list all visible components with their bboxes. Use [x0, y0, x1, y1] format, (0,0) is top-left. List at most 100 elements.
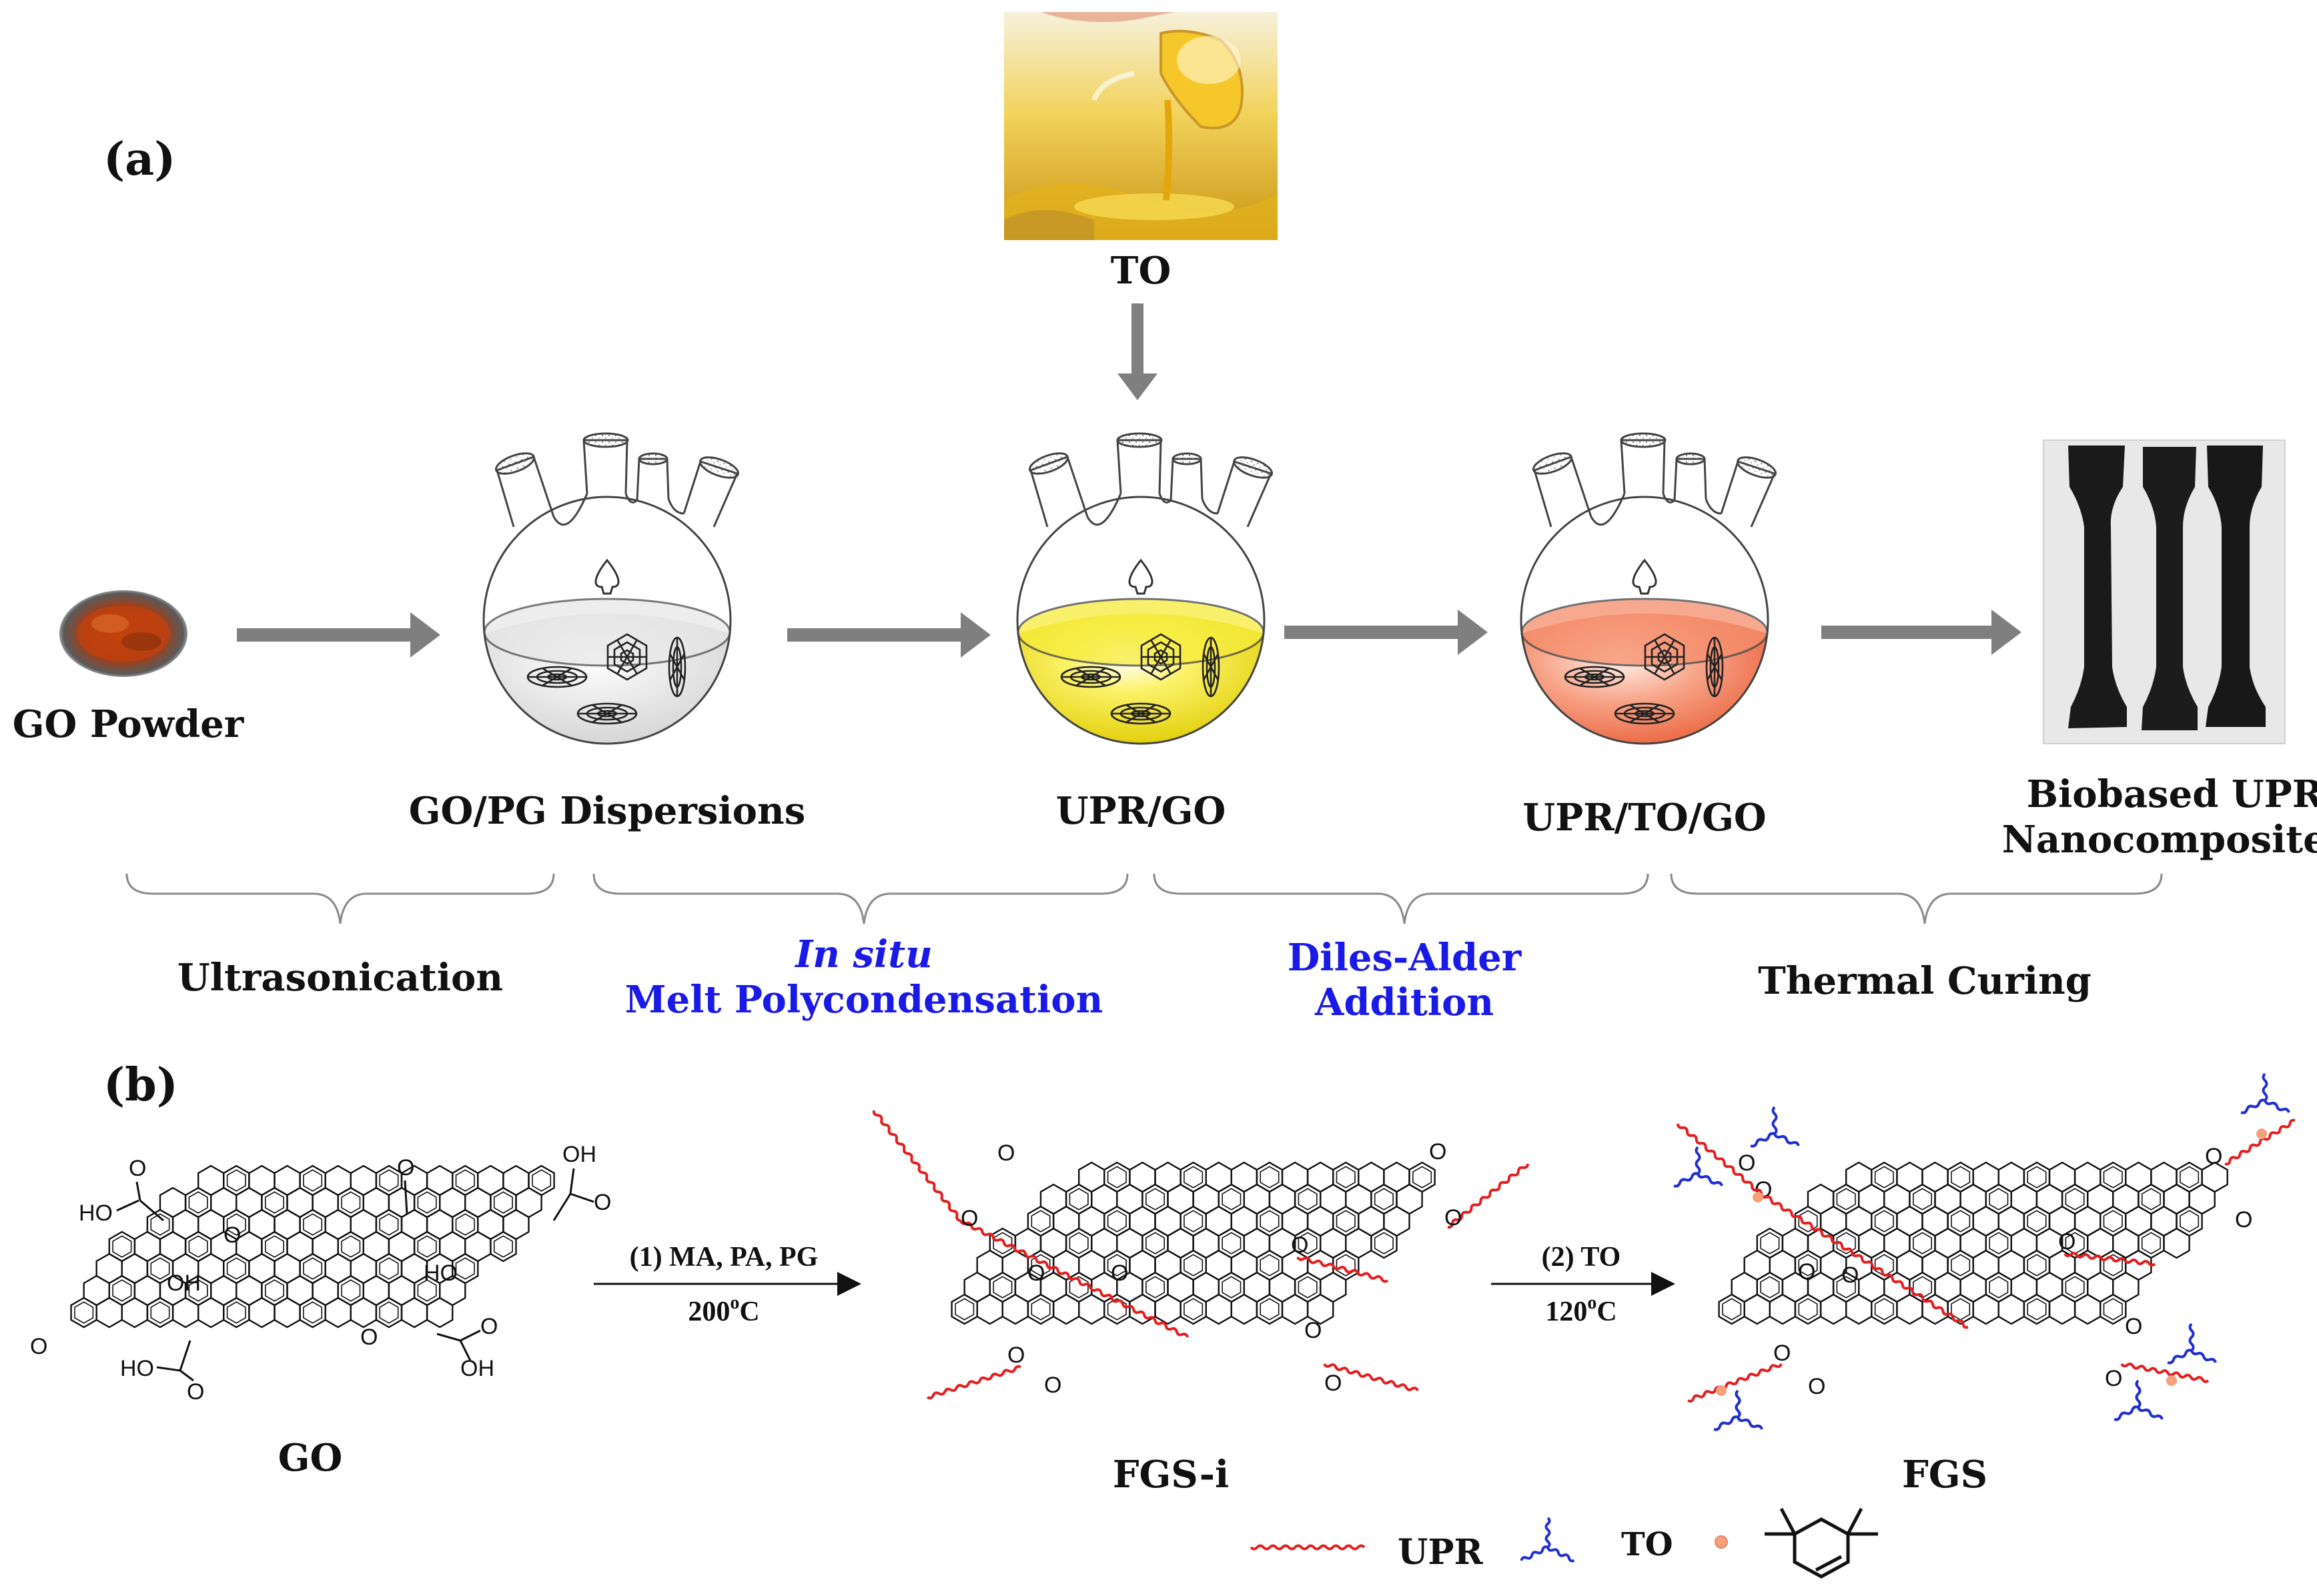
step-ultrasonication: Ultrasonication	[177, 956, 503, 1000]
svg-text:200oC: 200oC	[688, 1293, 759, 1327]
to-chain	[1697, 1173, 1723, 1186]
upr-chain	[2063, 1252, 2156, 1267]
svg-text:120oC: 120oC	[1545, 1293, 1616, 1327]
svg-text:OH: OH	[460, 1356, 494, 1381]
arrow-2	[787, 612, 991, 658]
svg-text:O: O	[1304, 1318, 1322, 1343]
panel-b-label: (b)	[103, 1058, 178, 1112]
svg-text:O: O	[1291, 1233, 1308, 1258]
to-chain	[2190, 1350, 2217, 1363]
fgs-i-ester-groups: O O O O O O O O O O O	[961, 1139, 1462, 1398]
legend: UPR TO	[1250, 1507, 1878, 1579]
legend-to-swatch	[1520, 1517, 1575, 1563]
product-photo	[2043, 440, 2286, 744]
step-diels-alder: Diles-Alder	[1288, 936, 1522, 980]
svg-text:OH: OH	[562, 1142, 596, 1167]
down-arrow	[1117, 303, 1157, 400]
svg-text:O: O	[1773, 1341, 1791, 1366]
legend-upr-swatch	[1250, 1544, 1366, 1551]
to-chain	[1713, 1415, 1739, 1431]
svg-text:(2) TO: (2) TO	[1542, 1242, 1621, 1273]
go-functional-groups: O HO O OH O O OH HO O O O OH HO O	[30, 1142, 611, 1405]
upr-chain	[959, 1220, 1189, 1338]
product-label-1: Biobased UPR	[2027, 772, 2317, 816]
product-label-2: Nanocomposites	[2002, 818, 2317, 862]
svg-text:O: O	[1798, 1259, 1815, 1285]
fgs-name: FGS	[1902, 1453, 1987, 1497]
go-name: GO	[278, 1436, 343, 1480]
flask1-label: GO/PG Dispersions	[409, 789, 806, 833]
upr-chain	[2120, 1363, 2210, 1383]
to-chain	[1544, 1517, 1551, 1549]
adduct-dot	[2166, 1375, 2177, 1386]
svg-text:O: O	[2235, 1207, 2252, 1233]
to-chain	[2264, 1100, 2290, 1113]
flask-go-pg	[482, 432, 742, 745]
svg-text:O: O	[1027, 1261, 1045, 1286]
brace-3	[1153, 873, 1649, 924]
svg-text:O: O	[1044, 1373, 1061, 1398]
svg-text:O: O	[2205, 1144, 2222, 1169]
svg-text:HO: HO	[424, 1261, 458, 1286]
go-powder	[59, 590, 187, 677]
to-chain	[2135, 1379, 2142, 1409]
step-addition: Addition	[1314, 980, 1494, 1024]
svg-text:HO: HO	[120, 1356, 154, 1381]
svg-text:O: O	[2058, 1229, 2075, 1255]
flask2-label: UPR/GO	[1056, 789, 1226, 833]
svg-text:OH: OH	[167, 1271, 201, 1296]
svg-text:O: O	[961, 1206, 978, 1231]
step-insitu: In situ	[794, 932, 933, 976]
flask3-label: UPR/TO/GO	[1522, 796, 1766, 840]
upr-chain	[1760, 1193, 1969, 1329]
svg-text:O: O	[1111, 1261, 1128, 1286]
svg-text:O: O	[2125, 1314, 2142, 1339]
svg-text:(1) MA, PA, PG: (1) MA, PA, PG	[630, 1242, 819, 1273]
svg-text:HO: HO	[79, 1201, 113, 1226]
go-powder-label: GO Powder	[13, 702, 245, 746]
to-chain	[1735, 1389, 1741, 1419]
svg-text:O: O	[1738, 1150, 1755, 1176]
upr-chain	[1687, 1363, 1783, 1403]
to-chain	[2167, 1349, 2192, 1365]
to-chain	[1695, 1146, 1701, 1175]
reaction-arrow-1: (1) MA, PA, PG 200oC	[594, 1242, 861, 1327]
to-chain	[1520, 1545, 1548, 1561]
arrow-1	[237, 612, 440, 658]
legend-upr-label: UPR	[1398, 1532, 1483, 1573]
fgs-i-structure	[951, 1161, 1436, 1325]
legend-cyclohexene-icon	[1765, 1507, 1878, 1579]
to-chain	[2240, 1098, 2266, 1114]
adduct-dot	[1716, 1385, 1727, 1396]
upr-chain	[1447, 1163, 1529, 1229]
brace-1	[125, 873, 555, 924]
panel-a-label: (a)	[103, 133, 175, 186]
svg-text:O: O	[187, 1379, 204, 1405]
svg-text:O: O	[1808, 1374, 1825, 1399]
flask-upr-go	[1016, 432, 1276, 745]
brace-2	[592, 873, 1129, 924]
adduct-dot	[1753, 1192, 1763, 1203]
svg-text:O: O	[397, 1155, 414, 1180]
svg-text:O: O	[1841, 1263, 1859, 1288]
to-chain	[1546, 1547, 1575, 1563]
reaction-arrow-2: (2) TO 120oC	[1491, 1242, 1675, 1327]
svg-text:O: O	[997, 1140, 1015, 1166]
legend-dot-swatch	[1715, 1535, 1728, 1549]
to-chain	[1771, 1106, 1778, 1135]
to-chain	[2114, 1405, 2139, 1421]
fgs-i-chains	[872, 1110, 1529, 1400]
to-chain	[2137, 1407, 2164, 1420]
upr-chain	[1323, 1363, 1419, 1391]
svg-text:O: O	[1007, 1343, 1025, 1368]
step-thermal-curing: Thermal Curing	[1758, 959, 2092, 1003]
upr-chain	[872, 1110, 961, 1222]
fgs-i-name: FGS-i	[1113, 1453, 1230, 1497]
to-chain	[1737, 1417, 1763, 1430]
fgs-chains	[1673, 1072, 2296, 1431]
svg-text:O: O	[1324, 1371, 1342, 1396]
svg-text:O: O	[129, 1156, 146, 1181]
upr-chain	[1677, 1123, 1763, 1194]
upr-chain	[2224, 1118, 2296, 1166]
